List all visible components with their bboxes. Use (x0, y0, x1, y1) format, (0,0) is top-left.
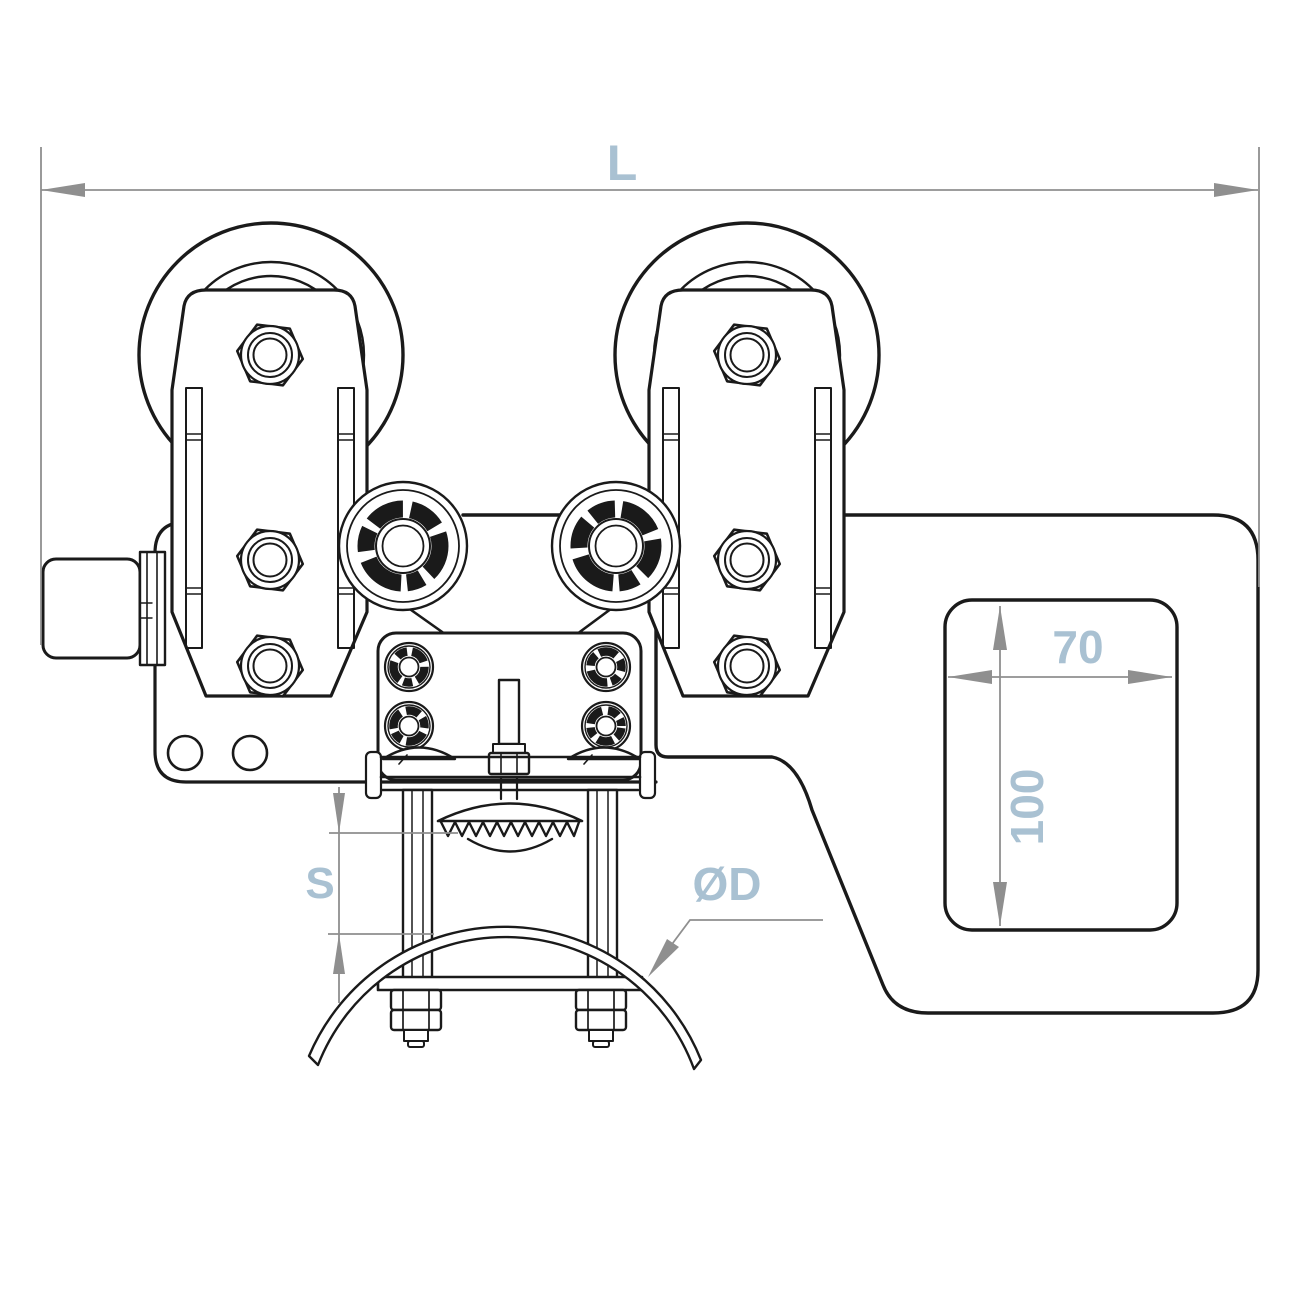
dim-clamp-range: S (305, 787, 458, 1003)
bar-end-tab (638, 750, 657, 800)
plate-hole (166, 734, 204, 772)
dim-window-width: 70 (948, 621, 1172, 684)
clamp-bolt-right (574, 988, 628, 1048)
cable-diameter-label: ØD (693, 858, 762, 910)
support-plate-outline (461, 513, 1260, 1015)
left-arm-plate (170, 288, 369, 698)
mounting-window (943, 598, 1179, 932)
serrated-clamp (436, 775, 584, 853)
stub-cylinder (41, 557, 142, 660)
stub-washers (138, 550, 167, 667)
bearing-ring (357, 500, 449, 592)
dim-cable-diameter: ØD (648, 858, 823, 977)
dim-window-height: 100 (993, 606, 1053, 926)
clamp-bowl (466, 837, 554, 853)
hex-nut-rings (239, 635, 301, 697)
dim-length: L (40, 135, 1260, 645)
bracket-bearing (580, 641, 632, 693)
window-height-label: 100 (1001, 769, 1053, 846)
bar-end-tab (364, 750, 383, 800)
hex-nut-rings (239, 529, 301, 591)
bearing-ring (570, 500, 662, 592)
axle-stub (41, 550, 167, 667)
mounting-bracket (376, 631, 643, 782)
plate-hole (231, 734, 269, 772)
hex-nut-rings (716, 635, 778, 697)
leader-line (651, 919, 823, 972)
clamp-range-label: S (305, 859, 334, 908)
bracket-bearing (383, 700, 435, 752)
center-marks (140, 602, 153, 619)
window-width-label: 70 (1052, 621, 1103, 673)
arm-slot (814, 387, 832, 649)
guide-roller-right (550, 480, 682, 612)
hex-nut-rings (716, 529, 778, 591)
support-plate (461, 513, 1260, 1015)
clamp-bolt-left (389, 988, 443, 1048)
hex-nut-rings (239, 324, 301, 386)
adjuster-stud (497, 678, 521, 746)
stud-collar (492, 743, 526, 754)
serration-teeth (439, 820, 581, 838)
arm-slot (185, 387, 203, 649)
hex-nut-rings (716, 324, 778, 386)
base-plate (376, 975, 644, 992)
bracket-bearing (580, 700, 632, 752)
clamp-dome (436, 802, 584, 823)
cable-arc (307, 925, 703, 1071)
bracket-bearing (383, 641, 435, 693)
guide-roller-left (337, 480, 469, 612)
length-label: L (607, 135, 638, 191)
